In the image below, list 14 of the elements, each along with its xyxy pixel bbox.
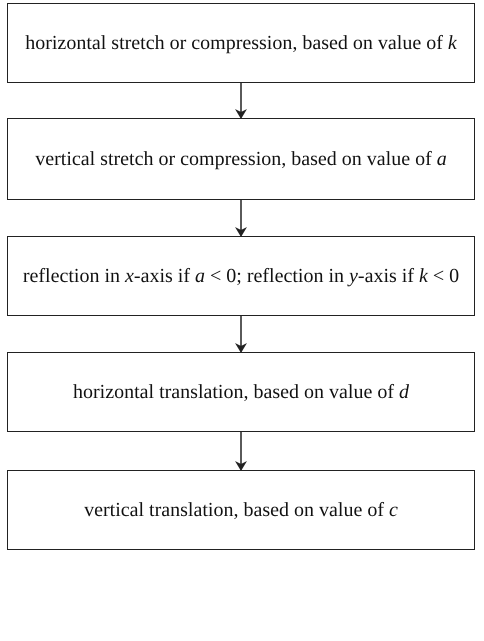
process-box — [7, 470, 475, 550]
process-box — [7, 118, 475, 200]
arrow — [235, 316, 247, 353]
step-text: reflection in x-axis if a < 0; reflection in y-axis if k < 0 — [22, 264, 460, 289]
arrow — [235, 83, 247, 119]
step-text: horizontal translation, based on value of d — [72, 380, 410, 405]
step-text: horizontal stretch or compression, based on value of k — [24, 31, 458, 56]
step-text: vertical stretch or compression, based on value of a — [34, 147, 448, 172]
step-text: vertical translation, based on value of c — [83, 498, 399, 523]
process-box — [7, 236, 475, 316]
arrow — [235, 432, 247, 471]
process-box — [7, 3, 475, 83]
arrow — [235, 200, 247, 237]
process-box — [7, 352, 475, 432]
